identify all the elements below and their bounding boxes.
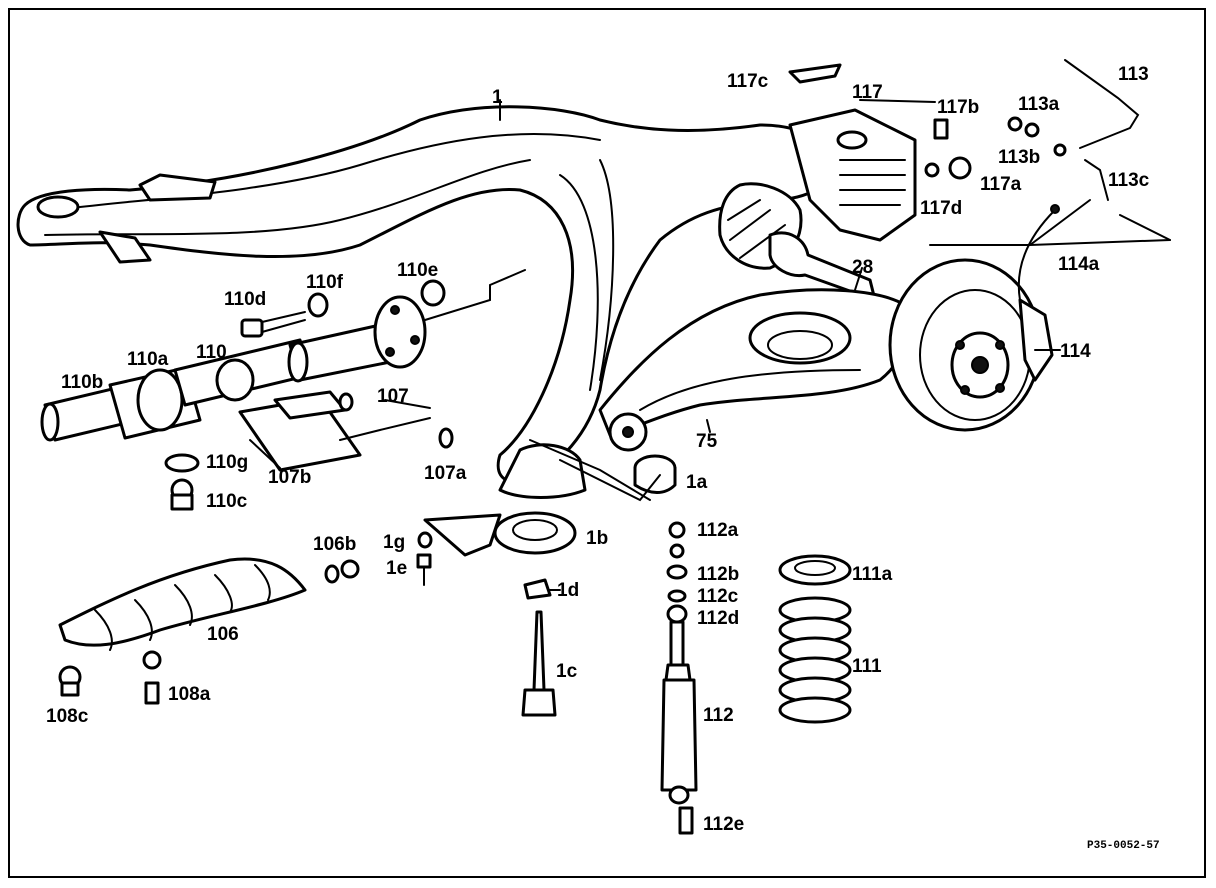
label-117c: 117c (727, 71, 769, 92)
label-114a: 114a (1058, 254, 1100, 275)
label-110a: 110a (127, 349, 169, 370)
drawing-frame (8, 8, 1206, 878)
label-113: 113 (1118, 64, 1149, 85)
figure-code: P35-0052-57 (1087, 840, 1160, 852)
label-114: 114 (1060, 341, 1091, 362)
label-113c: 113c (1108, 170, 1150, 191)
heat-shield (58, 557, 360, 705)
shock-absorber (660, 521, 698, 835)
label-1d: 1d (557, 580, 579, 601)
label-1e: 1e (386, 558, 407, 579)
label-107b: 107b (268, 467, 311, 488)
label-110e: 110e (397, 260, 438, 281)
leader-lines (249, 99, 1171, 591)
label-111a: 111a (852, 564, 893, 585)
label-110d: 110d (224, 289, 266, 310)
label-112b: 112b (697, 564, 739, 585)
stabilizer-bar (1007, 59, 1140, 201)
label-106: 106 (207, 624, 239, 645)
label-108a: 108a (168, 684, 211, 705)
driveshaft-assembly (40, 269, 526, 442)
label-1b: 1b (586, 528, 608, 549)
label-1g: 1g (383, 532, 405, 553)
label-110: 110 (196, 342, 227, 363)
label-110f: 110f (306, 272, 344, 293)
label-1c: 1c (556, 661, 578, 682)
label-1a: 1a (686, 472, 708, 493)
label-112a: 112a (697, 520, 739, 541)
label-112c: 112c (697, 586, 739, 607)
differential-mount-hardware (788, 63, 972, 180)
rear-axle-subframe (16, 105, 837, 483)
label-107: 107 (377, 386, 409, 407)
label-110c: 110c (206, 491, 248, 512)
label-113a: 113a (1018, 94, 1060, 115)
coil-spring (778, 554, 852, 724)
parking-brake-bracket (238, 390, 454, 472)
label-110g: 110g (206, 452, 248, 473)
label-117a: 117a (980, 174, 1022, 195)
label-28: 28 (852, 257, 873, 278)
label-112e: 112e (703, 814, 744, 835)
label-117: 117 (852, 82, 883, 103)
label-110b: 110b (61, 372, 103, 393)
label-1: 1 (492, 87, 503, 108)
label-112: 112 (703, 705, 734, 726)
label-112d: 112d (697, 608, 739, 629)
semi-trailing-arm (598, 288, 911, 452)
label-108c: 108c (46, 706, 89, 727)
brake-disc-hub (888, 204, 1060, 432)
label-107a: 107a (424, 463, 467, 484)
label-117d: 117d (920, 198, 962, 219)
mount-bolt (521, 578, 557, 717)
subframe-mounts (416, 439, 677, 586)
driveshaft-small-parts (164, 279, 446, 511)
label-75: 75 (696, 431, 718, 452)
label-106b: 106b (313, 534, 356, 555)
label-113b: 113b (998, 147, 1040, 168)
label-117b: 117b (937, 97, 979, 118)
label-111: 111 (852, 656, 882, 677)
